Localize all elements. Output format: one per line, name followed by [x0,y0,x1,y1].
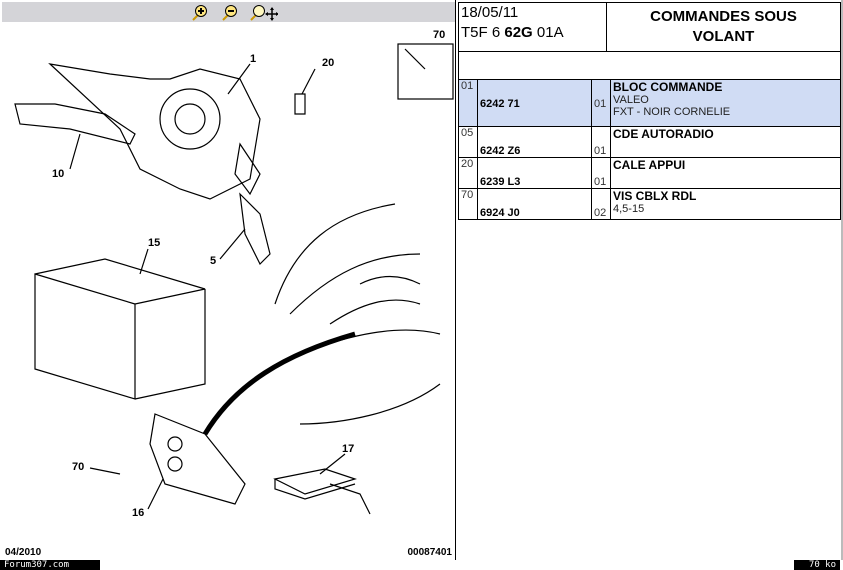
header-date: 18/05/11 [461,4,519,21]
part-row[interactable]: 05 6242 Z6 01 CDE AUTORADIO [458,126,841,158]
callout-5: 5 [210,255,216,267]
size-label: 70 ko [794,560,840,570]
part-reference: 6239 L3 [477,157,592,189]
part-name: CALE APPUI [613,158,686,172]
diagram-ref: 00087401 [407,547,453,558]
part-detail: FXT - NOIR CORNELIE [613,106,731,118]
page-title: COMMANDES SOUS VOLANT [606,2,841,52]
callout-17: 17 [342,443,354,455]
part-name: CDE AUTORADIO [613,127,714,141]
zoom-in-icon[interactable] [190,4,208,22]
pan-icon[interactable] [248,4,278,22]
part-quantity: 01 [591,79,611,127]
header-code: T5F 6 62G 01A [461,24,564,41]
part-position: 05 [458,126,478,158]
callout-70: 70 [72,461,84,473]
diagram-date: 04/2010 [5,547,42,558]
part-position: 70 [458,188,478,220]
part-description: CALE APPUI [610,157,841,189]
part-name: VIS CBLX RDL [613,189,697,203]
part-name: BLOC COMMANDE [613,80,723,94]
exploded-parts-diagram: 1 20 70 10 15 5 70 16 17 [14,29,454,519]
callout-15: 15 [148,237,160,249]
diagram-toolbar [2,2,455,22]
part-position: 01 [458,79,478,127]
callout-1: 1 [250,53,256,65]
diagram-pane: 1 20 70 10 15 5 70 16 17 04/2010 0008740… [0,0,456,560]
part-row[interactable]: 20 6239 L3 01 CALE APPUI [458,157,841,189]
part-position: 20 [458,157,478,189]
part-quantity: 01 [591,126,611,158]
callout-10: 10 [52,168,64,180]
part-detail: 4,5-15 [613,203,645,215]
part-reference: 6242 71 [477,79,592,127]
part-reference: 6924 J0 [477,188,592,220]
part-reference: 6242 Z6 [477,126,592,158]
header-table: 18/05/11 T5F 6 62G 01A COMMANDES SOUS VO… [458,2,841,83]
callout-16: 16 [132,507,144,519]
zoom-out-icon[interactable] [220,4,238,22]
callout-70-screw: 70 [433,29,445,41]
part-quantity: 02 [591,188,611,220]
parts-pane: 18/05/11 T5F 6 62G 01A COMMANDES SOUS VO… [457,0,843,560]
part-quantity: 01 [591,157,611,189]
part-detail: VALEO [613,94,649,106]
site-label: Forum307.com [0,560,100,570]
callout-20: 20 [322,57,334,69]
part-description: CDE AUTORADIO [610,126,841,158]
